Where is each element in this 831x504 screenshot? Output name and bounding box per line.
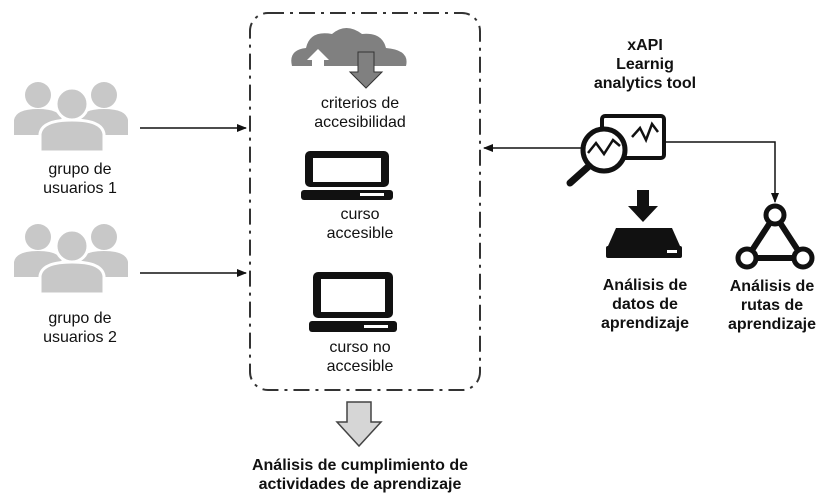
user-group-1-icon: [14, 82, 128, 154]
course-accessible-line1: curso: [340, 206, 380, 223]
route-analysis-label: Análisis de rutas de aprendizaje: [716, 277, 828, 335]
user-group-2-icon: [14, 224, 128, 296]
data-analysis-line1: Análisis de: [602, 277, 688, 294]
route-analysis-line1: Análisis de: [729, 278, 815, 295]
criteria-label: criterios de accesibilidad: [280, 94, 440, 132]
user-group-2-label: grupo de usuarios 2: [20, 309, 140, 347]
analytics-tool-line1: xAPI: [627, 37, 663, 54]
computer-accessible-icon: [301, 151, 393, 200]
data-analysis-line3: aprendizaje: [600, 315, 690, 333]
analytics-magnifier-icon: [566, 114, 666, 187]
arrow-tool-to-routes: [664, 141, 779, 203]
course-not-accessible-line2: accesible: [326, 358, 394, 376]
user-group-2-line2: usuarios 2: [43, 329, 117, 347]
criteria-line2: accesibilidad: [314, 114, 406, 132]
analytics-tool-title: xAPI Learnig analytics tool: [575, 36, 715, 94]
course-not-accessible-line1: curso no: [329, 339, 391, 356]
route-analysis-line3: aprendizaje: [727, 316, 817, 334]
compliance-line1: Análisis de cumplimiento de: [251, 457, 469, 474]
criteria-line1: criterios de: [320, 95, 400, 112]
data-analysis-label: Análisis de datos de aprendizaje: [580, 276, 710, 334]
course-accessible-label: curso accesible: [290, 205, 430, 243]
cloud-download-icon: [291, 28, 407, 89]
analytics-tool-line2: Learnig: [616, 56, 674, 74]
course-not-accessible-label: curso no accesible: [290, 338, 430, 376]
route-analysis-line2: rutas de: [740, 297, 804, 315]
user-group-2-line1: grupo de: [48, 310, 112, 327]
compliance-line2: actividades de aprendizaje: [258, 476, 462, 494]
user-group-1-line1: grupo de: [48, 161, 112, 178]
down-block-arrow: [335, 401, 383, 448]
user-group-1-label: grupo de usuarios 1: [20, 160, 140, 198]
route-network-icon: [735, 203, 815, 270]
computer-not-accessible-icon: [309, 272, 397, 332]
data-analysis-line2: datos de: [612, 296, 678, 314]
compliance-analysis-label: Análisis de cumplimiento de actividades …: [210, 456, 510, 494]
user-group-1-line2: usuarios 1: [43, 180, 117, 198]
container-box: [249, 12, 481, 391]
download-storage-icon: [606, 190, 682, 258]
course-accessible-line2: accesible: [326, 225, 394, 243]
analytics-tool-line3: analytics tool: [593, 75, 697, 93]
